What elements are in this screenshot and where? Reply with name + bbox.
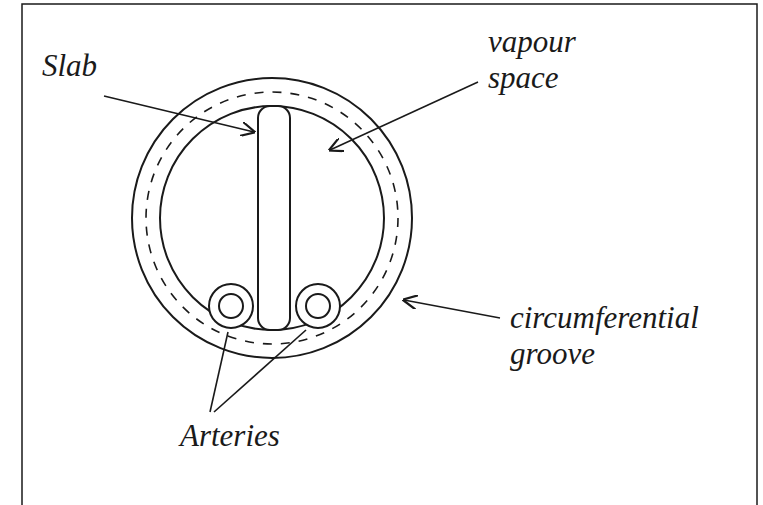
part-label: vapour space [488,24,576,95]
part-label: Slab [42,48,97,84]
part-label: circumferential groove [510,300,699,371]
part-label: Arteries [180,418,280,454]
